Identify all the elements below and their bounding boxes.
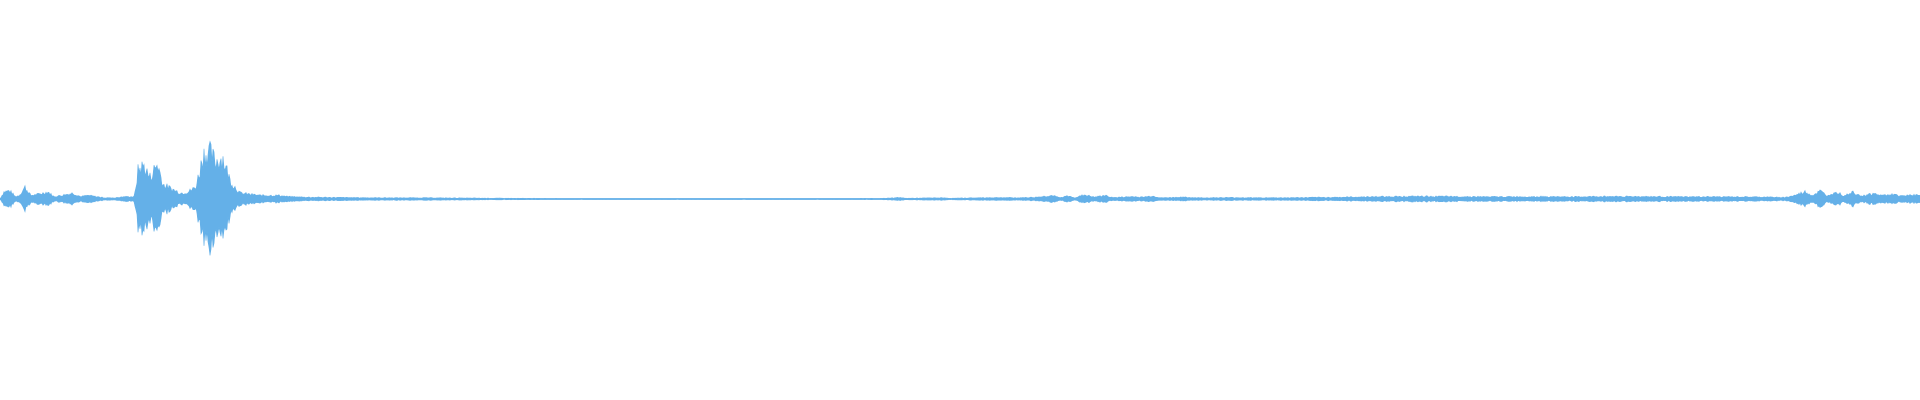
waveform-shape — [0, 140, 1920, 256]
